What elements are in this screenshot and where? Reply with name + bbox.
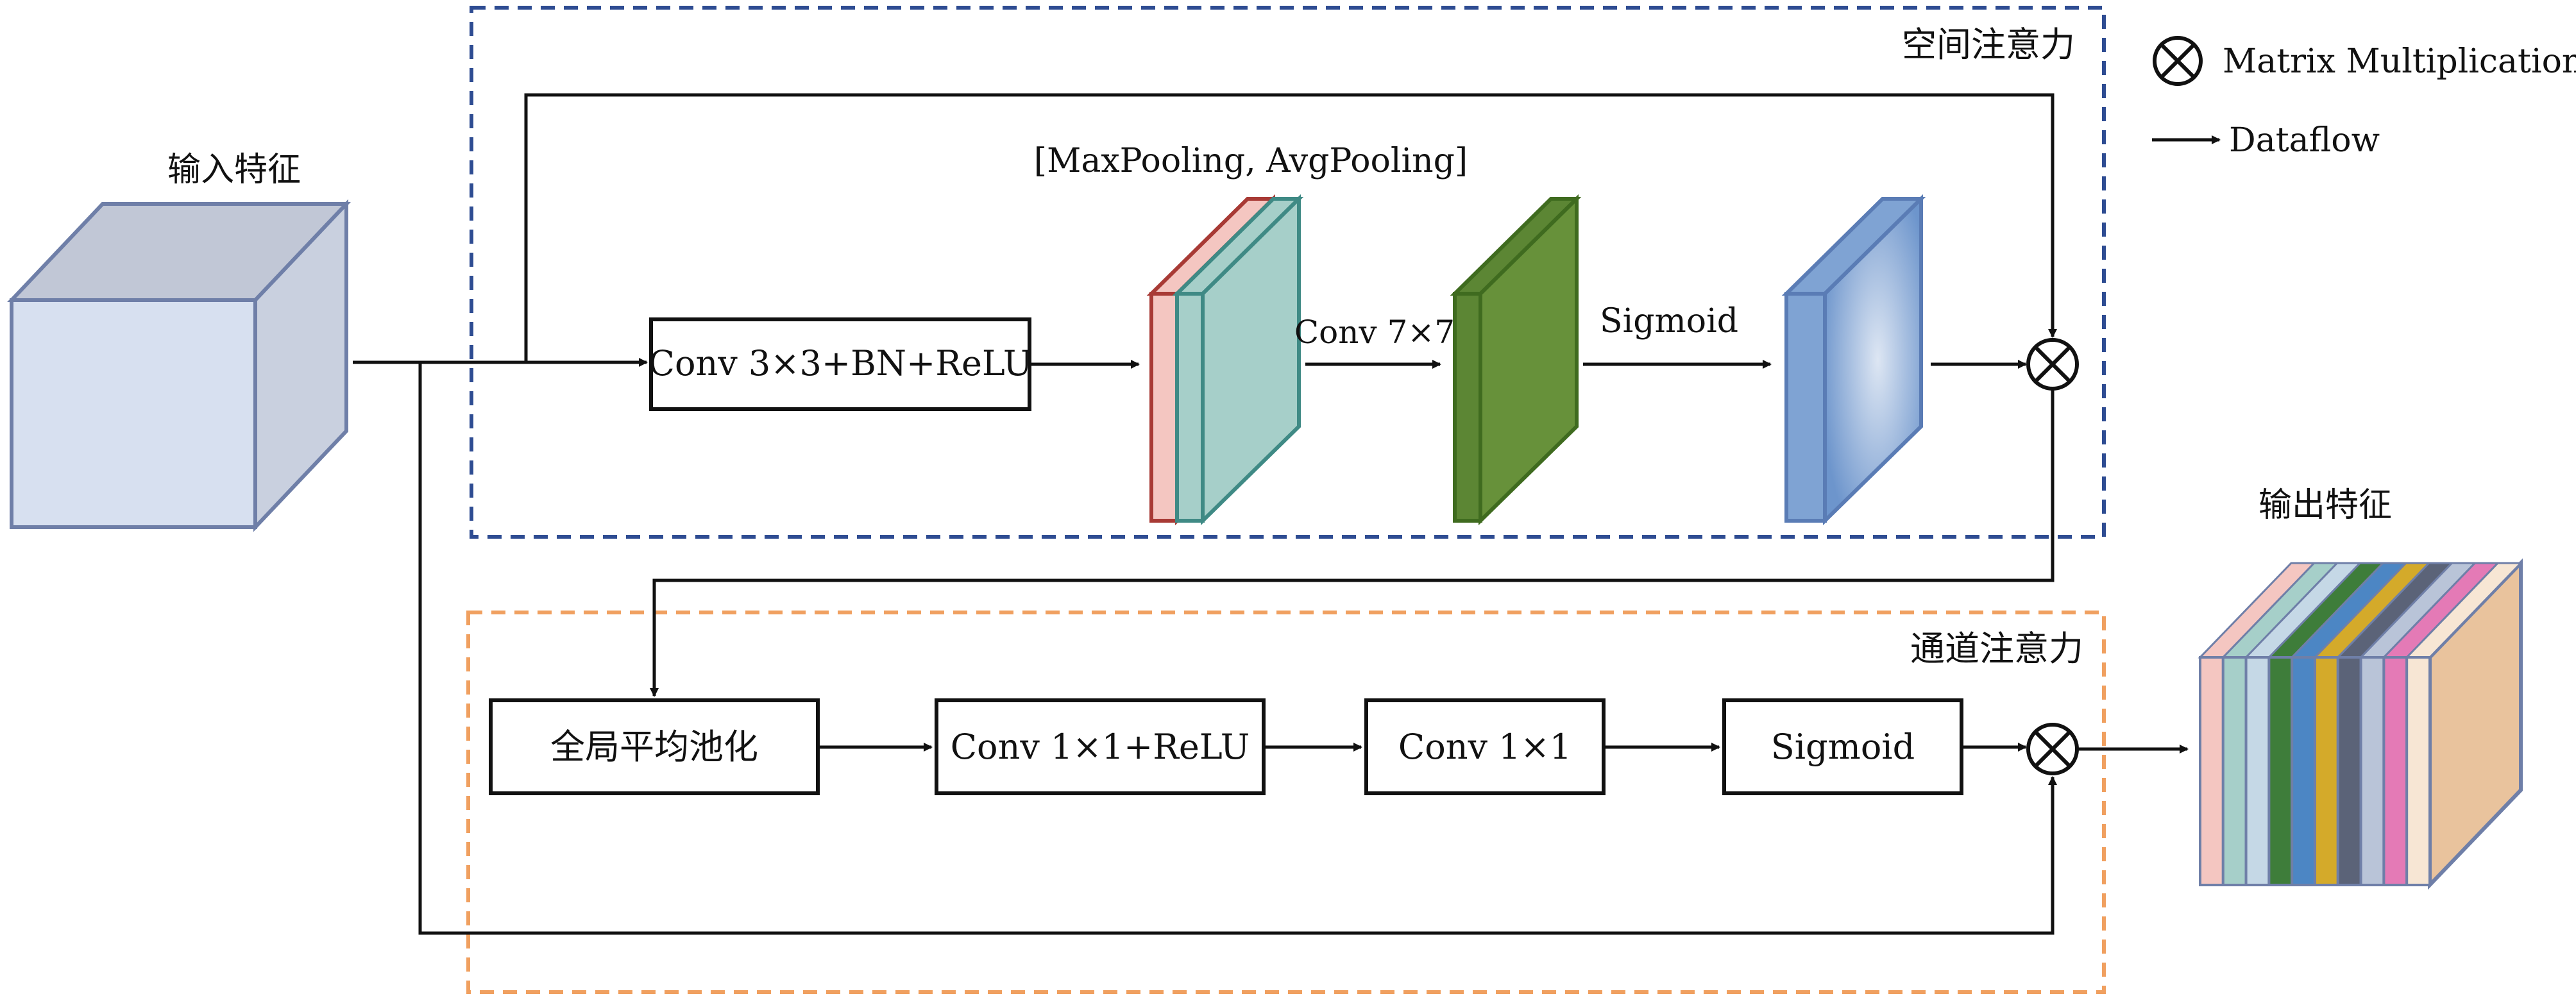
- pooling-label: [MaxPooling, AvgPooling]: [1034, 142, 1468, 180]
- output-stripe-front: [2267, 656, 2294, 886]
- legend: Matrix Multiplication Dataflow: [2152, 36, 2576, 160]
- conv7-label: Conv 7×7: [1294, 314, 1455, 351]
- output-cube-top-stripes: [2198, 562, 2523, 659]
- output-stripe-front: [2291, 656, 2316, 886]
- spatial-attention-frame: [470, 6, 2106, 539]
- conv7-output-slab: [1450, 194, 1582, 526]
- output-stripe-front: [2336, 656, 2362, 886]
- matrix-multiplication-icon: [2153, 36, 2203, 86]
- output-stripe-front: [2359, 656, 2385, 886]
- input-flow-lines: [353, 93, 2057, 935]
- output-stripe-front: [2244, 656, 2271, 886]
- sigmoid-top-label: Sigmoid: [1600, 302, 1738, 341]
- input-feature-label: 输入特征: [167, 151, 301, 189]
- output-stripe-front: [2314, 656, 2339, 886]
- pooling-slabs: [1146, 194, 1304, 526]
- output-stripe-front: [2382, 656, 2409, 886]
- matrix-multiplication-node-top: [2026, 338, 2079, 391]
- spatial-attention-title: 空间注意力: [1902, 24, 2075, 65]
- global-average-pooling-box: [489, 698, 820, 795]
- conv1-label: Conv 1×1: [1398, 727, 1572, 767]
- output-stripe-front: [2221, 656, 2248, 886]
- output-stripe-front: [2199, 656, 2224, 886]
- output-feature-label: 输出特征: [2258, 486, 2392, 525]
- channel-attention-title: 通道注意力: [1910, 628, 2083, 669]
- matrix-multiplication-node-bottom: [2026, 723, 2079, 775]
- channel-attention-frame: [466, 611, 2106, 994]
- sigmoid-output-slab: [1781, 194, 1926, 526]
- conv1-relu-box: [935, 698, 1266, 795]
- input-feature-cube: [7, 199, 351, 532]
- sigmoid-bottom-label: Sigmoid: [1771, 727, 1915, 767]
- conv3-bn-relu-label: Conv 3×3+BN+ReLU: [648, 343, 1033, 384]
- output-stripe-front: [2405, 656, 2431, 886]
- output-cube-front-stripes: [2199, 656, 2431, 886]
- spatial-to-channel-flow: [650, 389, 2055, 697]
- global-average-pooling-label: 全局平均池化: [550, 727, 758, 767]
- output-feature-cube: [2198, 558, 2523, 890]
- sigmoid-bottom-box: [1722, 698, 1963, 795]
- legend-dataflow: Dataflow: [2229, 121, 2380, 160]
- legend-matrix-multiplication: Matrix Multiplication: [2223, 42, 2576, 81]
- conv1-relu-label: Conv 1×1+ReLU: [951, 727, 1250, 767]
